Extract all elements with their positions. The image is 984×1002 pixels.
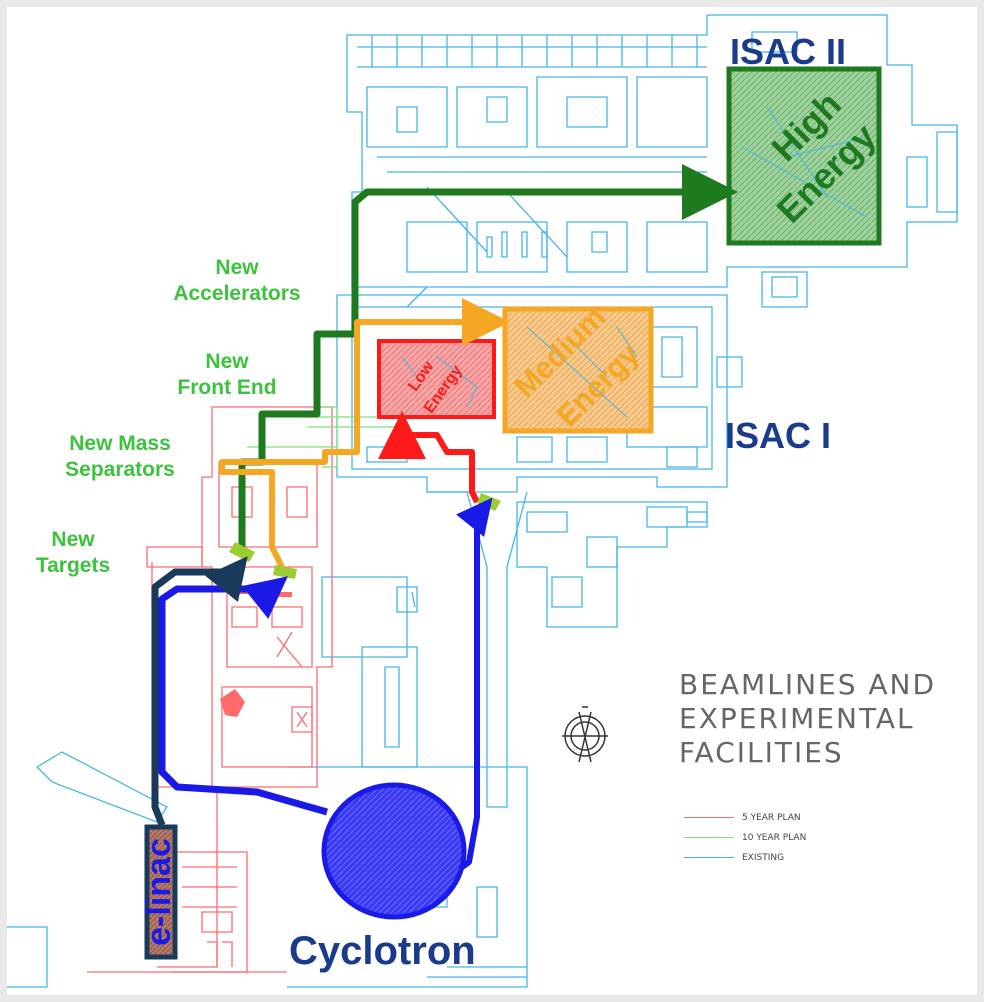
legend-item: EXISTING	[684, 853, 784, 863]
legend-item-label: 5 YEAR PLAN	[742, 813, 801, 823]
legend-item: 10 YEAR PLAN	[684, 833, 806, 843]
legend-item-label: 10 YEAR PLAN	[742, 833, 806, 843]
cyclotron-shape	[324, 785, 464, 917]
legend-item-label: EXISTING	[742, 853, 784, 863]
legend-swatch	[684, 857, 734, 858]
elinac-label: e-linac	[140, 838, 178, 946]
beamline-diagram: High Energy Medium Energy Low Energy e-l…	[7, 7, 977, 995]
beamline-low-energy	[402, 429, 477, 502]
isac1-label: ISAC I	[725, 415, 831, 457]
beamline-cyclotron-to-isac1	[462, 507, 485, 867]
new-mass-separators-label: New Mass Separators	[35, 431, 205, 483]
new-front-end-label: New Front End	[147, 349, 307, 401]
compass-icon	[562, 707, 608, 762]
five-year-floorplan	[87, 407, 332, 972]
new-accelerators-label: New Accelerators	[147, 255, 327, 307]
legend-title: BEAMLINES AND EXPERIMENTAL FACILITIES	[679, 668, 936, 770]
five-year-fills	[220, 589, 292, 717]
new-targets-label: New Targets	[13, 527, 133, 579]
legend-item: 5 YEAR PLAN	[684, 813, 801, 823]
legend-swatch	[684, 837, 734, 838]
cyclotron-label: Cyclotron	[289, 929, 476, 974]
facility-map: High Energy Medium Energy Low Energy e-l…	[7, 7, 977, 995]
isac2-label: ISAC II	[730, 31, 846, 73]
legend-swatch	[684, 817, 734, 818]
